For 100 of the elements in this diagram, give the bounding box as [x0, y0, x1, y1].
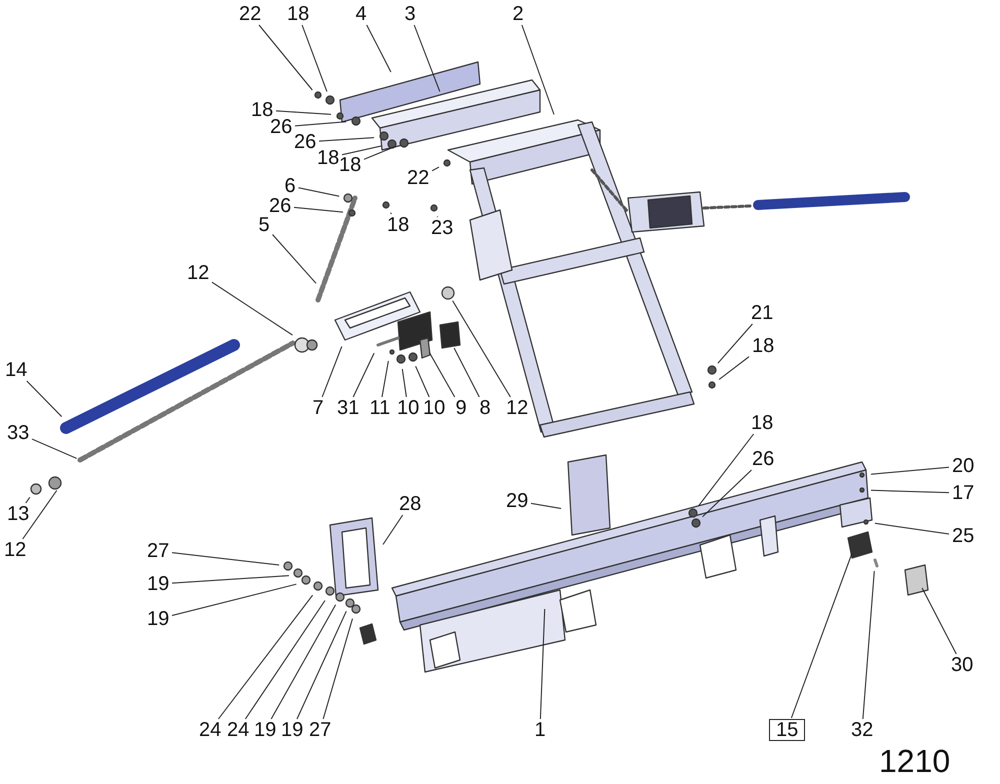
leader-line [322, 618, 353, 720]
callout-number: 17 [951, 483, 976, 503]
leader-line [32, 438, 78, 459]
callout-number: 19 [280, 720, 304, 740]
leader-line [415, 366, 430, 398]
callout-number: 2 [512, 4, 525, 24]
leader-line [390, 212, 392, 214]
leader-line [272, 234, 316, 284]
callout-number: 23 [430, 218, 454, 238]
leader-line [258, 24, 313, 90]
leader-line [364, 146, 396, 160]
callout-number: 18 [750, 413, 774, 433]
leader-line [276, 110, 332, 115]
callout-number: 15 [769, 719, 806, 741]
callout-number: 19 [146, 609, 170, 629]
callout-number: 18 [386, 215, 410, 235]
drawing-number: 1210 [879, 745, 950, 777]
callout-number: 14 [4, 360, 28, 380]
callout-number: 19 [253, 720, 278, 740]
leader-line [302, 24, 328, 92]
callout-number: 25 [951, 526, 976, 546]
callout-number: 26 [269, 117, 294, 137]
callout-number: 7 [312, 398, 325, 418]
leader-line [352, 352, 375, 398]
leader-line [870, 490, 950, 494]
leader-line [530, 502, 562, 509]
callout-number: 26 [293, 132, 318, 152]
leader-line [212, 282, 293, 336]
callout-number: 18 [250, 100, 274, 120]
leader-line [172, 552, 280, 566]
leader-line [294, 121, 346, 126]
leader-line [172, 584, 297, 616]
leader-line [322, 346, 342, 398]
callout-number: 29 [505, 491, 530, 511]
callout-number: 30 [950, 655, 974, 675]
leader-line [862, 570, 875, 720]
leader-line [382, 360, 389, 398]
leader-line [172, 575, 290, 584]
callout-number: 26 [268, 196, 292, 216]
callout-number: 33 [6, 423, 30, 443]
callout-number: 3 [404, 4, 417, 24]
callout-number: 24 [198, 720, 222, 740]
callout-number: 13 [6, 504, 30, 524]
callout-number: 4 [354, 4, 368, 24]
leader-line [22, 490, 58, 540]
callout-number: 20 [951, 456, 976, 476]
callout-number: 6 [284, 176, 297, 196]
callout-number: 18 [286, 4, 310, 24]
leader-line [244, 600, 326, 720]
callout-number: 10 [422, 398, 446, 418]
callout-number: 11 [368, 398, 392, 418]
leader-line [698, 434, 754, 506]
leader-line [26, 380, 62, 418]
callout-number: 18 [751, 336, 776, 356]
leader-line [717, 324, 753, 364]
leader-line [870, 466, 950, 475]
callout-number: 26 [751, 449, 776, 469]
callout-number: 28 [398, 494, 422, 514]
leader-line [296, 610, 347, 720]
leader-line [402, 368, 407, 398]
leader-line [702, 470, 752, 518]
callout-number: 12 [3, 540, 28, 560]
callout-number: 1 [534, 720, 547, 740]
callout-number: 9 [454, 398, 468, 418]
leader-line [718, 356, 750, 380]
callout-number: 31 [336, 398, 360, 418]
leader-line [294, 206, 344, 213]
leader-line [342, 146, 382, 156]
leader-line [382, 514, 404, 545]
leader-line [521, 24, 554, 115]
callout-number: 22 [238, 4, 262, 24]
callout-number: 21 [750, 303, 774, 323]
callout-number: 27 [146, 541, 170, 561]
leader-line [790, 552, 852, 718]
callout-number: 19 [146, 574, 170, 594]
leader-line [874, 522, 950, 534]
callout-number: 24 [226, 720, 250, 740]
callout-number: 12 [186, 263, 210, 283]
callout-number: 18 [338, 155, 362, 175]
leader-line [218, 594, 314, 720]
leader-line [298, 187, 340, 197]
callout-number: 32 [850, 720, 874, 740]
callout-number: 5 [258, 215, 271, 235]
callout-number: 8 [478, 398, 492, 418]
leader-line [25, 496, 30, 504]
callout-number: 18 [316, 148, 340, 168]
leader-line [452, 300, 511, 398]
callout-number: 27 [308, 720, 332, 740]
callout-number: 10 [396, 398, 420, 418]
leader-line [922, 588, 957, 654]
callout-number: 12 [505, 398, 530, 418]
leader-line [318, 137, 374, 142]
leader-line [429, 352, 456, 398]
leader-line [540, 608, 546, 720]
leader-line [454, 348, 480, 398]
callout-number: 22 [406, 168, 430, 188]
leader-line [270, 604, 336, 720]
leader-line [366, 24, 392, 72]
leader-line [432, 166, 440, 172]
leader-line [414, 24, 440, 92]
